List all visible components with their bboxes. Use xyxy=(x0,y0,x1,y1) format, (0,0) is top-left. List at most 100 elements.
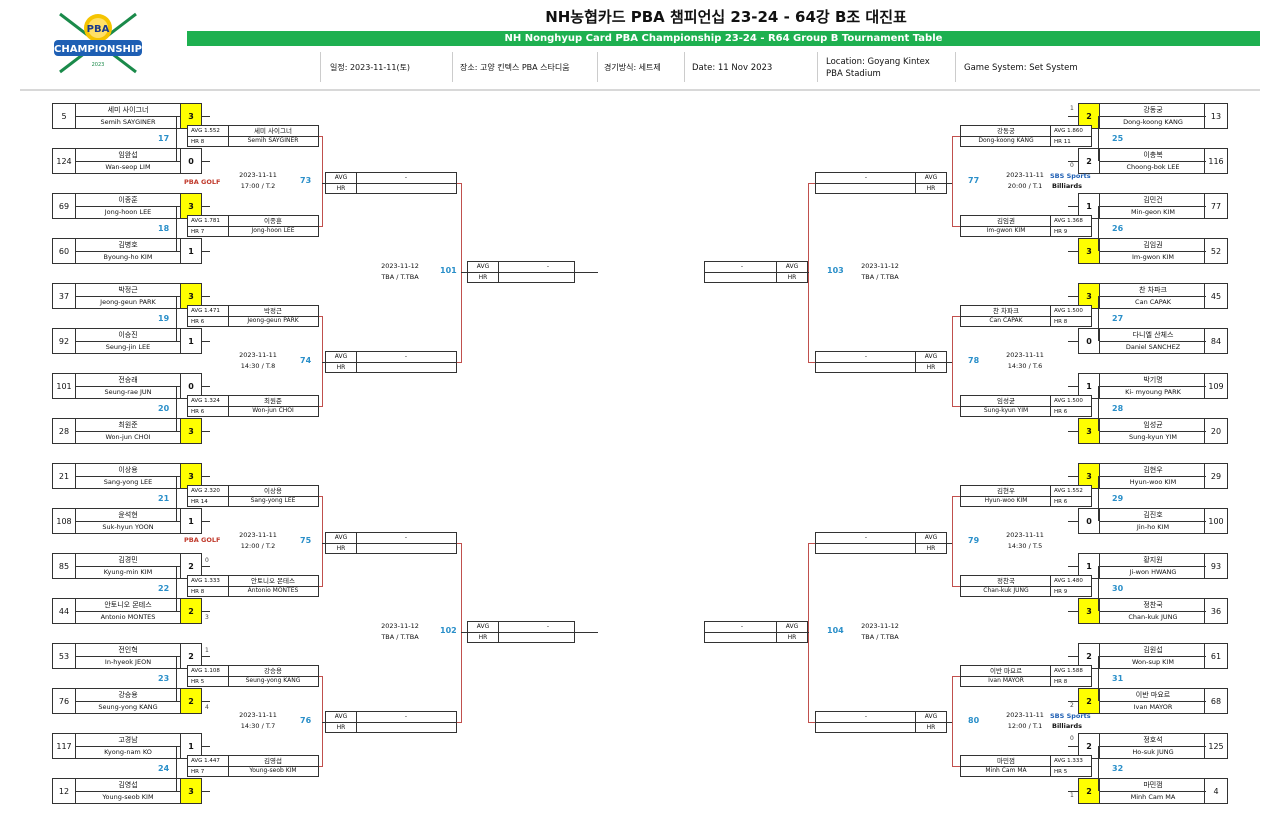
divider xyxy=(955,52,956,82)
seed-number: 68 xyxy=(1204,689,1227,713)
bracket-line xyxy=(952,406,960,407)
player-name-kr: 김병호 xyxy=(75,239,181,252)
match-number: 27 xyxy=(1112,313,1124,323)
hr-value: HR 5 xyxy=(1051,766,1091,777)
bracket-line xyxy=(176,296,177,341)
score-placeholder: - xyxy=(404,534,408,541)
player-name-kr: 이상용 xyxy=(75,464,181,477)
player-name-kr: 김영섭 xyxy=(228,756,318,767)
player-name-kr: 이반 마요르 xyxy=(1100,689,1206,702)
tiebreak-score: 3 xyxy=(205,614,209,621)
bracket-line xyxy=(807,272,809,273)
seed-number: 45 xyxy=(1204,284,1227,308)
player-name-kr: 세미 사이그너 xyxy=(75,104,181,117)
set-score: 0 xyxy=(1079,509,1100,533)
hr-value: HR 7 xyxy=(188,226,228,237)
pba-championship-logo: PBA CHAMPIONSHIP 2023 xyxy=(54,12,142,74)
bracket-line xyxy=(808,362,815,363)
system-en: Game System: Set System xyxy=(964,63,1078,73)
match-number: 22 xyxy=(158,583,170,593)
seed-number: 20 xyxy=(1204,419,1227,443)
avg-value: AVG 1.781 xyxy=(191,218,220,224)
hr-label: HR xyxy=(916,543,946,554)
seed-number: 76 xyxy=(53,689,76,713)
match-number: 30 xyxy=(1112,583,1124,593)
player-name-en: Byoung-ho KIM xyxy=(103,253,153,261)
hr-label: HR xyxy=(468,632,498,643)
pba-golf-logo: PBA GOLF xyxy=(184,536,221,544)
player-name-kr: 이상용 xyxy=(228,486,318,497)
bracket-line xyxy=(322,183,325,184)
hr-label: HR xyxy=(326,543,356,554)
bracket-line xyxy=(1068,566,1078,567)
match-number: 19 xyxy=(158,313,170,323)
seed-number: 29 xyxy=(1204,464,1227,488)
hr-label: HR xyxy=(777,632,807,643)
set-score: 0 xyxy=(1079,329,1100,353)
set-score: 2 xyxy=(1079,779,1100,803)
tiebreak-score: 1 xyxy=(1070,105,1074,112)
player-name-en: Kyong-nam KO xyxy=(104,748,152,756)
score-placeholder: - xyxy=(740,623,744,630)
set-score: 3 xyxy=(180,104,201,128)
seed-number: 100 xyxy=(1204,509,1227,533)
bracket-line xyxy=(319,136,323,137)
player-name-kr: 안토니오 몬테스 xyxy=(228,576,318,587)
set-score: 1 xyxy=(180,509,201,533)
player-name-en: Semih SAYGINER xyxy=(247,137,299,144)
bracket-line xyxy=(202,431,210,432)
match-number: 24 xyxy=(158,763,170,773)
player-name-kr: 이반 마요르 xyxy=(961,666,1051,677)
avg-label: AVG xyxy=(924,713,938,720)
bracket-line xyxy=(457,722,462,723)
bracket-line xyxy=(952,496,960,497)
svg-text:CHAMPIONSHIP: CHAMPIONSHIP xyxy=(54,44,142,55)
avg-label: AVG xyxy=(334,713,348,720)
bracket-line xyxy=(322,543,325,544)
bracket-line xyxy=(322,676,323,766)
match-number: 76 xyxy=(300,716,312,725)
player-name-en: Hyun-woo KIM xyxy=(984,497,1028,504)
player-name-en: Seung-jin LEE xyxy=(105,343,151,351)
name-placeholder xyxy=(816,362,916,373)
match-number: 29 xyxy=(1112,493,1124,503)
bracket-line xyxy=(1068,251,1078,252)
hr-label: HR xyxy=(326,183,356,194)
venue-kr: 장소: 고양 킨텍스 PBA 스타디움 xyxy=(460,63,570,72)
bracket-line xyxy=(807,632,809,633)
hr-label: HR xyxy=(468,272,498,283)
header-separator xyxy=(20,89,1260,91)
seed-number: 69 xyxy=(53,194,76,218)
bracket-line xyxy=(1068,791,1078,792)
bracket-line xyxy=(319,496,323,497)
hr-label: HR xyxy=(916,183,946,194)
bracket-line xyxy=(1098,206,1099,251)
bracket-line xyxy=(176,566,177,611)
player-name-en: Dong-koong KANG xyxy=(978,137,1034,144)
bracket-line xyxy=(202,521,210,522)
player-name-kr: 강동궁 xyxy=(1100,104,1206,117)
player-name-kr: 다니엘 산체스 xyxy=(1100,329,1206,342)
player-name-en: Wan-seop LIM xyxy=(105,163,151,171)
match-number: 75 xyxy=(300,536,312,545)
avg-value: AVG 1.588 xyxy=(1054,668,1083,674)
bracket-line xyxy=(952,676,960,677)
match-number: 73 xyxy=(300,176,312,185)
